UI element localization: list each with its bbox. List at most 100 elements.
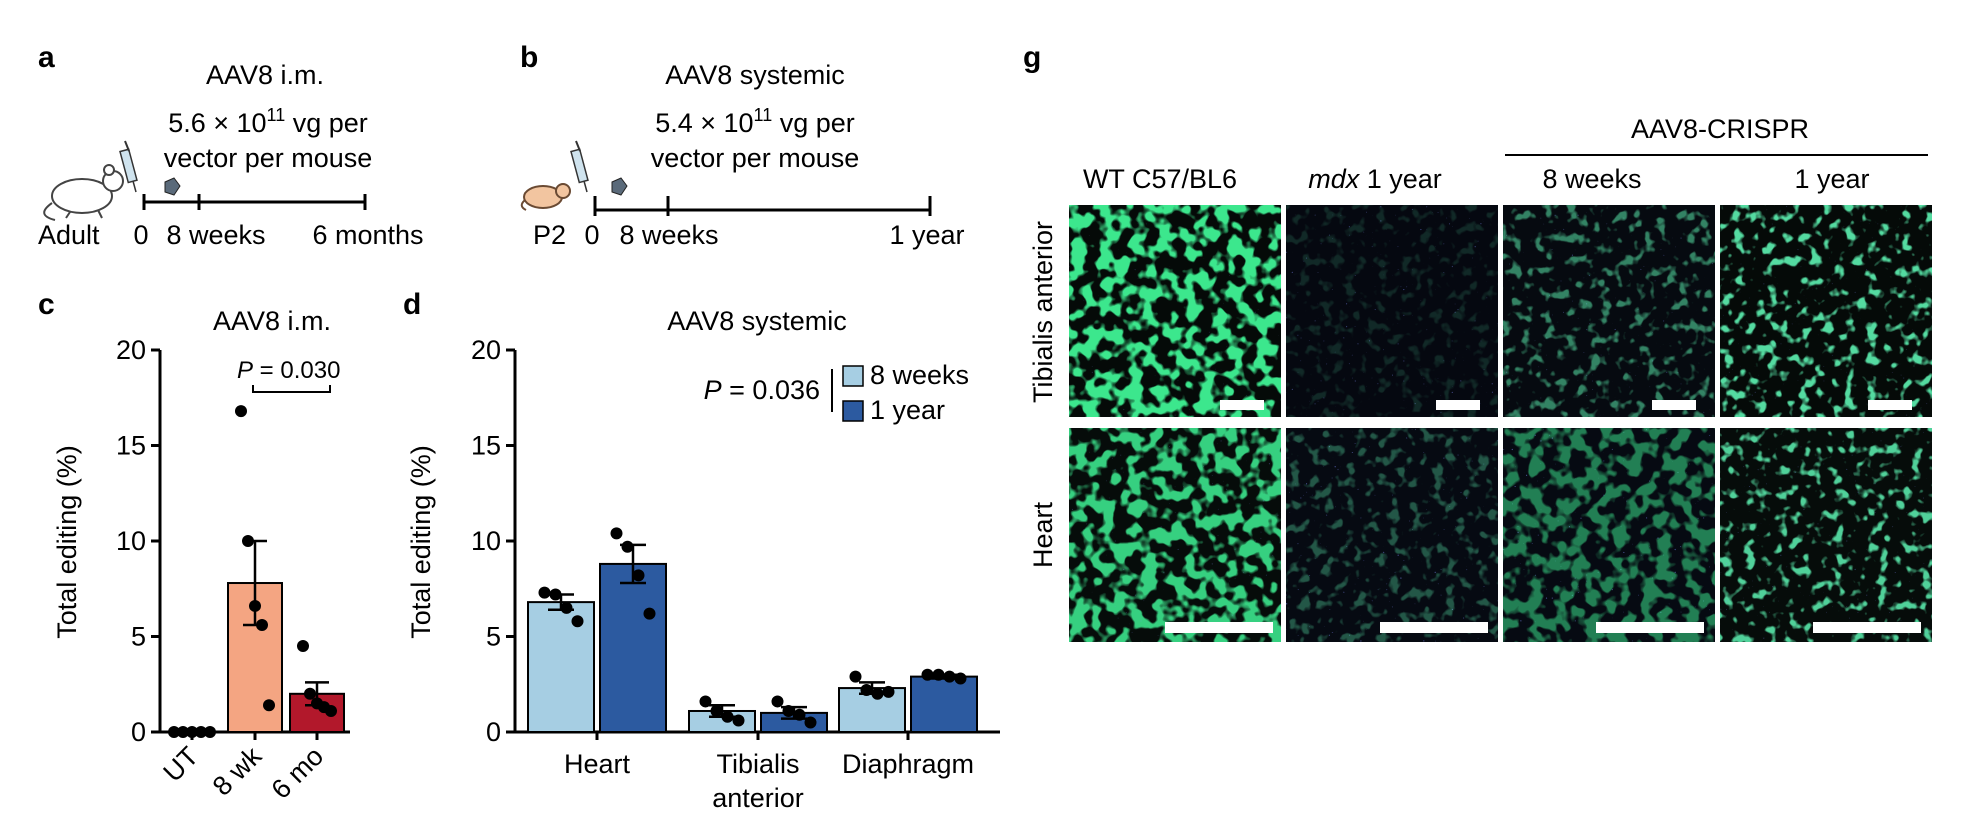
column-label-mdx-italic: mdx [1308, 164, 1361, 194]
scale-bar [1220, 400, 1264, 410]
chart-d-p-value: = 0.036 [722, 375, 820, 405]
panel-a-time-6mo: 6 months [312, 220, 423, 250]
panel-b-time-8wk: 8 weeks [619, 220, 718, 250]
chart-d-legend-swatch-1yr [842, 400, 864, 422]
x-tick-label: Heart [564, 749, 631, 779]
y-tick-label: 5 [131, 622, 146, 652]
chart-d-p-symbol: P [704, 375, 722, 405]
y-tick-label: 15 [116, 431, 146, 461]
panel-a-dose-unit: vg per [285, 108, 368, 138]
y-tick-label: 10 [471, 526, 501, 556]
data-point [249, 599, 261, 612]
column-label-mdx: mdx 1 year [1308, 164, 1442, 194]
chart-d-legend-swatch-8wk [842, 365, 864, 387]
data-point [560, 601, 573, 614]
chart-d-p-text: P = 0.036 [704, 375, 820, 405]
chart-c-p-annotation: P = 0.030 [237, 357, 340, 393]
panel-a-time-8wk: 8 weeks [166, 220, 265, 250]
data-point [204, 726, 216, 738]
chart-c-title: AAV8 i.m. [213, 306, 331, 336]
x-tick-label: 8 wk [207, 741, 268, 802]
y-tick-label: 15 [471, 431, 501, 461]
panel-b-dose: 5.4 × 1011 vg per [655, 105, 855, 138]
column-label-mdx-text: 1 year [1359, 164, 1442, 194]
chart-d-y-axis-label: Total editing (%) [406, 445, 436, 639]
micrograph-heart-1yr [1720, 428, 1932, 642]
data-point [782, 704, 795, 717]
data-point [882, 685, 895, 698]
syringe-icon [119, 140, 138, 193]
panel-b-title: AAV8 systemic [665, 60, 845, 90]
micrograph-tibialis-1yr [1720, 205, 1932, 417]
column-label-8wk: 8 weeks [1542, 164, 1641, 194]
bar [838, 687, 906, 734]
panel-c: c AAV8 i.m. Total editing (%) 05101520UT… [38, 288, 350, 805]
syringe-icon-b [570, 140, 589, 193]
panel-label-g: g [1023, 41, 1041, 74]
data-point [860, 683, 873, 696]
chart-d-legend-label-8wk: 8 weeks [870, 360, 969, 390]
data-point [242, 535, 254, 547]
scale-bar [1436, 400, 1480, 410]
panel-b: b AAV8 systemic 5.4 × 1011 vg per vector… [520, 41, 965, 250]
panel-a-dose-exponent: 11 [267, 105, 286, 125]
panel-label-d: d [403, 288, 421, 321]
scale-bar [1380, 622, 1488, 633]
chart-d-legend: P = 0.036 8 weeks 1 year [704, 360, 969, 425]
data-point [793, 708, 806, 721]
x-tick-label: UT [158, 741, 205, 788]
aav-particle-icon [164, 177, 181, 196]
data-point [954, 672, 967, 685]
data-point [177, 726, 189, 738]
column-label-1yr: 1 year [1794, 164, 1869, 194]
panel-a-title: AAV8 i.m. [206, 60, 324, 90]
panel-b-time-1yr: 1 year [889, 220, 964, 250]
row-label-heart: Heart [1028, 501, 1058, 568]
data-point [571, 615, 584, 628]
panel-b-dose-unit: vg per [772, 108, 855, 138]
data-point [325, 704, 337, 717]
x-tick-label: Tibialis [716, 749, 799, 779]
panel-a-time-0: 0 [133, 220, 148, 250]
panel-b-dose-mantissa: 5.4 × 10 [655, 108, 753, 138]
panel-d: d AAV8 systemic Total editing (%) 051015… [403, 288, 1000, 813]
chart-c-p-bracket [252, 385, 331, 393]
column-label-1yr-text: 1 year [1794, 164, 1869, 194]
scale-bar [1813, 622, 1921, 633]
scale-bar [1868, 400, 1912, 410]
data-point [549, 588, 562, 601]
panel-b-dose-exponent: 11 [754, 105, 773, 125]
data-point [235, 405, 247, 418]
chart-d-title: AAV8 systemic [667, 306, 847, 336]
panel-label-b: b [520, 41, 538, 74]
micrograph-tibialis-wt [1069, 205, 1281, 417]
y-tick-label: 0 [131, 717, 146, 747]
micrograph-heart-mdx [1286, 428, 1498, 642]
data-point [804, 716, 817, 729]
x-tick-label: 6 mo [266, 741, 330, 805]
panel-a-dose-mantissa: 5.6 × 10 [168, 108, 266, 138]
panel-b-dose-line2: vector per mouse [651, 143, 860, 173]
panel-b-stage: P2 [533, 220, 566, 250]
data-point [256, 619, 268, 632]
micrograph-heart-wt [1069, 428, 1281, 642]
panel-g: g AAV8-CRISPR WT C57/BL6 mdx 1 year 8 we… [1023, 41, 1932, 642]
y-tick-label: 5 [486, 622, 501, 652]
data-point [771, 695, 784, 708]
data-point [849, 670, 862, 683]
panel-a-dose-line2: vector per mouse [164, 143, 373, 173]
y-tick-label: 10 [116, 526, 146, 556]
data-point [297, 640, 309, 653]
y-tick-label: 20 [471, 335, 501, 365]
data-point [168, 726, 180, 738]
data-point [932, 668, 945, 681]
micrograph-tibialis-mdx [1286, 205, 1498, 417]
data-point [710, 704, 723, 717]
panel-b-time-0: 0 [584, 220, 599, 250]
chart-c-y-axis-label: Total editing (%) [52, 445, 82, 639]
data-point [699, 695, 712, 708]
chart-c-p-value: = 0.030 [253, 357, 340, 384]
row-label-tibialis: Tibialis anterior [1028, 221, 1058, 403]
data-point [921, 668, 934, 681]
